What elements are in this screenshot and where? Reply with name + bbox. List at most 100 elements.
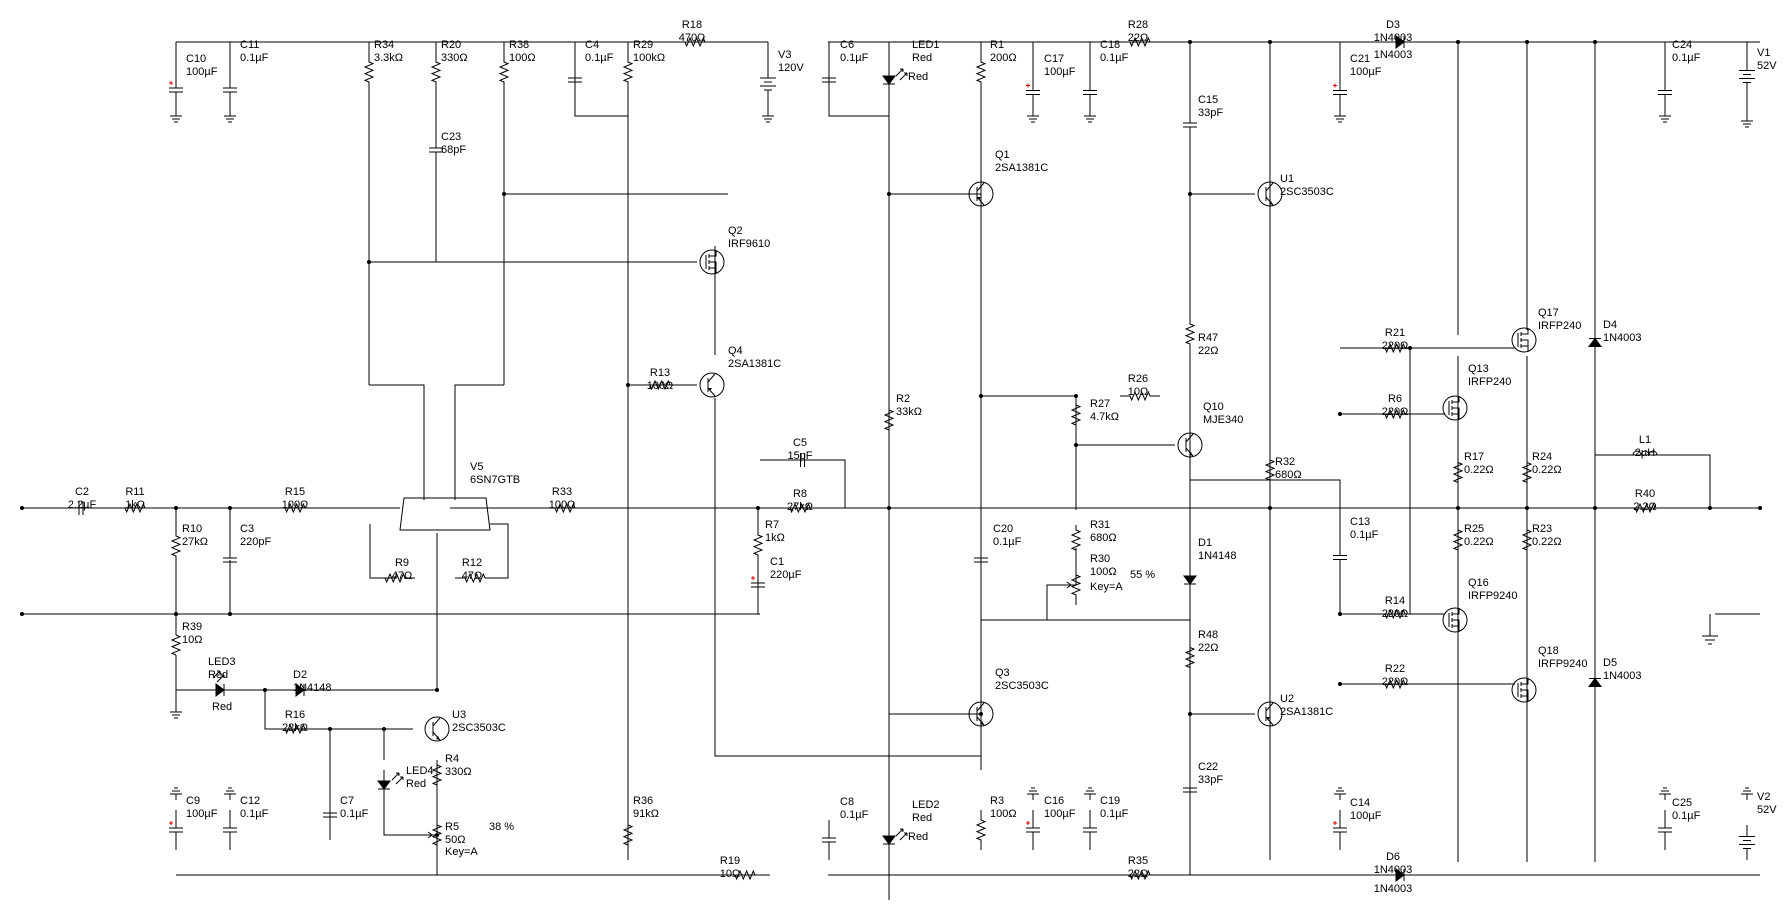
r28-resistor: [1120, 36, 1160, 48]
label-led2: LED2: [912, 799, 940, 811]
r2-resistor: [883, 400, 895, 440]
r16-resistor: [265, 723, 325, 735]
value-c9: 100µF: [186, 808, 218, 820]
value-v3: 120V: [778, 62, 804, 74]
junction-dot: [1188, 712, 1192, 716]
v1-ground-icon: [1741, 115, 1753, 128]
label-q3: Q3: [995, 667, 1010, 679]
c8-capacitor: [822, 820, 836, 860]
label-c8: C8: [840, 796, 854, 808]
value-q2: IRF9610: [728, 238, 770, 250]
label-c22: C22: [1198, 761, 1218, 773]
r15-resistor: [265, 502, 325, 514]
label-r25: R25: [1464, 523, 1484, 535]
label-r24: R24: [1532, 451, 1552, 463]
label-r1: R1: [990, 39, 1004, 51]
label-r33: R33: [552, 486, 572, 498]
label-c5: C5: [793, 437, 807, 449]
key-r30: Key=A: [1090, 581, 1123, 593]
value-r19: 10Ω: [720, 868, 740, 880]
junction-dot: [979, 394, 983, 398]
value-r4: 330Ω: [445, 766, 472, 778]
q3-transistor: [968, 701, 994, 727]
r36-resistor: [622, 820, 634, 850]
label-r5: R5: [445, 821, 459, 833]
junction-dot: [228, 612, 232, 616]
value-r29: 100kΩ: [633, 52, 665, 64]
label-c2: C2: [75, 486, 89, 498]
label-r8: R8: [793, 488, 807, 500]
r10-resistor: [170, 532, 182, 560]
label-c7: C7: [340, 795, 354, 807]
value-c12: 0.1µF: [240, 808, 269, 820]
c13-capacitor: [1333, 535, 1347, 580]
r47-resistor: [1184, 322, 1196, 346]
label-d3: D3: [1386, 19, 1400, 31]
label-c13: C13: [1350, 516, 1370, 528]
junction-dot: [174, 506, 178, 510]
led3-arrows-icon: [212, 670, 225, 683]
junction-dot: [979, 712, 983, 716]
c16-ground-icon: [1027, 787, 1039, 800]
value-led1-alt: Red: [908, 71, 928, 83]
value-r22: 220Ω: [1382, 676, 1409, 688]
c17-capacitor: [1026, 75, 1040, 110]
label-r26: R26: [1128, 373, 1148, 385]
u3-transistor: [424, 716, 450, 742]
value-c3: 220pF: [240, 536, 271, 548]
r13-resistor: [630, 379, 690, 391]
label-c4: C4: [585, 39, 599, 51]
value-r48: 22Ω: [1198, 642, 1218, 654]
value-c23: 68pF: [441, 144, 466, 156]
value-led1: Red: [912, 52, 932, 64]
value-r40: 2.2Ω: [1633, 501, 1657, 513]
label-r9: R9: [395, 557, 409, 569]
value-r18: 470Ω: [679, 32, 706, 44]
value-c2: 2.2µF: [68, 499, 97, 511]
c1-capacitor: [751, 570, 765, 600]
value-r12: 47Ω: [462, 570, 482, 582]
c19-capacitor: [1083, 810, 1097, 850]
junction-dot: [1268, 506, 1272, 510]
label-u1: U1: [1280, 173, 1294, 185]
label-r48: R48: [1198, 629, 1218, 641]
label-c16: C16: [1044, 795, 1064, 807]
r18-resistor: [660, 36, 730, 48]
label-q2: Q2: [728, 225, 743, 237]
value-r21: 220Ω: [1382, 340, 1409, 352]
label-c3: C3: [240, 523, 254, 535]
c24-ground-icon: [1659, 110, 1671, 123]
junction-dot: [502, 192, 506, 196]
value-c18: 0.1µF: [1100, 52, 1129, 64]
label-d2: D2: [293, 669, 307, 681]
label-c18: C18: [1100, 39, 1120, 51]
value-v5: 6SN7GTB: [470, 474, 520, 486]
led3-led: [205, 683, 235, 697]
label-r40: R40: [1635, 488, 1655, 500]
c23-capacitor: [429, 140, 443, 160]
q1-transistor: [968, 181, 994, 207]
r31-resistor: [1070, 525, 1082, 555]
r33-resistor: [530, 502, 600, 514]
c12-ground-icon: [224, 787, 236, 800]
label-c10: C10: [186, 53, 206, 65]
value-r36: 91kΩ: [633, 808, 659, 820]
c18-capacitor: [1083, 75, 1097, 110]
label-r32: R32: [1275, 456, 1295, 468]
v1-battery-icon: [1739, 58, 1755, 95]
value-r32: 680Ω: [1275, 469, 1302, 481]
components: [20, 35, 1762, 882]
r27-resistor: [1070, 400, 1082, 430]
value-c15: 33pF: [1198, 107, 1223, 119]
input-ground-terminal: [20, 612, 24, 616]
label-r39: R39: [182, 621, 202, 633]
junction-dot: [626, 383, 630, 387]
value-r7: 1kΩ: [765, 532, 785, 544]
label-c15: C15: [1198, 94, 1218, 106]
value-c4: 0.1µF: [585, 52, 614, 64]
u2-transistor: [1257, 701, 1283, 727]
r30-potentiometer: [1070, 565, 1082, 605]
value-c24: 0.1µF: [1672, 52, 1701, 64]
wires: [22, 40, 1760, 900]
